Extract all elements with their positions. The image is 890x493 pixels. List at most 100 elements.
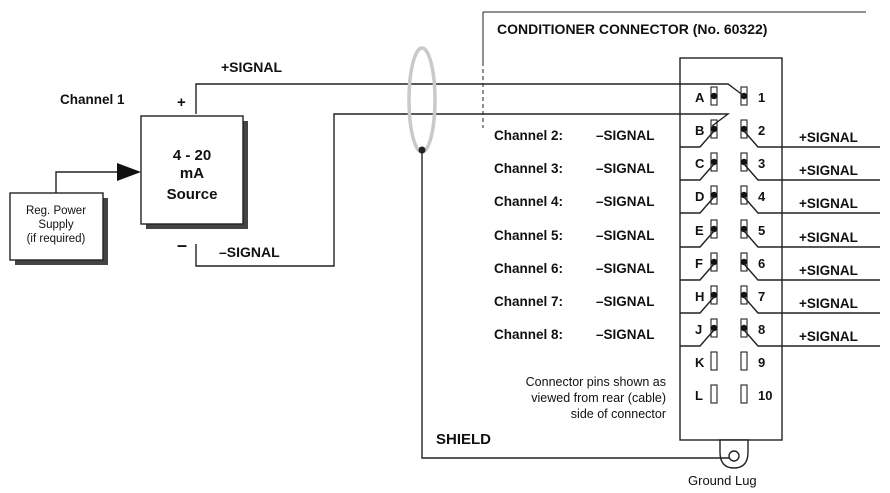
pin-socket [740, 351, 748, 371]
connector-note-line: viewed from rear (cable) [531, 391, 666, 405]
pin-label-right: 1 [758, 90, 765, 105]
shield-braid [407, 46, 437, 154]
channel1-minus-jumper [680, 113, 731, 127]
shield-label: SHIELD [436, 431, 491, 448]
pin-solder-dot [710, 291, 718, 299]
pin-label-right: 2 [758, 123, 765, 138]
power-feed-arrow-icon [117, 163, 141, 181]
pin-solder-dot [740, 158, 748, 166]
channel-plus-signal-label: +SIGNAL [799, 230, 858, 245]
pin-label-right: 6 [758, 256, 765, 271]
channel-plus-wire [743, 329, 880, 347]
power-supply-line: Supply [38, 219, 73, 231]
channel-label: Channel 4: [494, 194, 563, 209]
pin-solder-dot [710, 225, 718, 233]
pin-label-right: 5 [758, 223, 765, 238]
minus-signal-label: –SIGNAL [219, 244, 280, 260]
pin-label-right: 7 [758, 289, 765, 304]
channel-minus-signal-label: –SIGNAL [596, 294, 655, 309]
pin-label-left: A [695, 90, 705, 105]
channel-label: Channel 5: [494, 228, 563, 243]
channel-label: Channel 7: [494, 294, 563, 309]
pin-solder-dot [740, 125, 748, 133]
pin-solder-dot [740, 225, 748, 233]
pin-label-left: F [695, 256, 703, 271]
channel-plus-signal-label: +SIGNAL [799, 263, 858, 278]
channel-minus-wire [680, 263, 715, 281]
plus-signal-wire [195, 83, 745, 114]
connector-note-line: side of connector [571, 407, 666, 421]
power-supply-line: Reg. Power [26, 205, 86, 217]
pin-label-left: K [695, 355, 705, 370]
channel-plus-wire [743, 196, 880, 214]
pin-solder-dot [710, 158, 718, 166]
pin-solder-dot [710, 324, 718, 332]
channel-plus-signal-label: +SIGNAL [799, 163, 858, 178]
channel-minus-signal-label: –SIGNAL [596, 161, 655, 176]
ground-lug-label: Ground Lug [688, 473, 757, 488]
channel-plus-wire [743, 230, 880, 248]
channel-minus-wire [680, 196, 715, 214]
channel-plus-signal-label: +SIGNAL [799, 196, 858, 211]
channel-label: Channel 3: [494, 161, 563, 176]
shield-drain-wire [421, 150, 729, 459]
channel-label: Channel 8: [494, 327, 563, 342]
power-supply-line: (if required) [27, 233, 86, 245]
pin-socket [740, 384, 748, 404]
connector-note-line: Connector pins shown as [526, 375, 666, 389]
power-supply-box [9, 192, 104, 261]
pin-label-left: D [695, 189, 704, 204]
plus-signal-label: +SIGNAL [221, 59, 283, 75]
connector-header-frame [482, 11, 866, 62]
pin-solder-dot [710, 191, 718, 199]
pin-solder-dot [740, 191, 748, 199]
power-feed-wire [55, 171, 120, 193]
channel-label: Channel 6: [494, 261, 563, 276]
channel-label: Channel 2: [494, 128, 563, 143]
pin-label-right: 9 [758, 355, 765, 370]
pin-label-left: J [695, 322, 702, 337]
channel-minus-wire [680, 230, 715, 248]
current-source-box [140, 115, 244, 225]
source-box-line: Source [167, 186, 218, 203]
channel-minus-wire [680, 329, 715, 347]
pin-label-right: 3 [758, 156, 765, 171]
pin-solder-dot [710, 258, 718, 266]
pin-solder-dot [710, 125, 718, 133]
channel-plus-signal-label: +SIGNAL [799, 130, 858, 145]
pin-label-left: E [695, 223, 704, 238]
ground-lug-hole [728, 450, 740, 462]
channel-plus-wire [743, 130, 880, 148]
pin-label-right: 8 [758, 322, 765, 337]
pin-label-right: 4 [758, 189, 766, 204]
pin-solder-dot [740, 258, 748, 266]
pin-socket [710, 351, 718, 371]
channel-minus-signal-label: –SIGNAL [596, 228, 655, 243]
channel-plus-wire [743, 163, 880, 181]
pin-label-left: B [695, 123, 704, 138]
source-box-line: 4 - 20 [173, 147, 211, 164]
channel-minus-signal-label: –SIGNAL [596, 261, 655, 276]
pin-label-left: L [695, 388, 703, 403]
channel-minus-wire [680, 296, 715, 314]
pin-label-right: 10 [758, 388, 772, 403]
pin-labels: A B C D E F H J K L 1 2 3 4 5 6 7 8 9 10 [695, 90, 772, 403]
channel-plus-signal-label: +SIGNAL [799, 296, 858, 311]
pin-solder-dot [740, 291, 748, 299]
channel-minus-signal-label: –SIGNAL [596, 128, 655, 143]
pin-socket [710, 384, 718, 404]
connector-title: CONDITIONER CONNECTOR (No. 60322) [497, 21, 767, 37]
pin-solder-dot [710, 92, 718, 100]
connector-body [679, 57, 783, 441]
channel-plus-signal-label: +SIGNAL [799, 329, 858, 344]
pin-label-left: H [695, 289, 704, 304]
channel-minus-signal-label: –SIGNAL [596, 194, 655, 209]
pin-label-left: C [695, 156, 705, 171]
channel-plus-wire [743, 296, 880, 314]
source-box-line: mA [180, 165, 204, 182]
channel-minus-wire [680, 163, 715, 181]
minus-signal-wire [195, 113, 680, 267]
minus-terminal-mark: – [177, 235, 187, 255]
channel-minus-signal-label: –SIGNAL [596, 327, 655, 342]
